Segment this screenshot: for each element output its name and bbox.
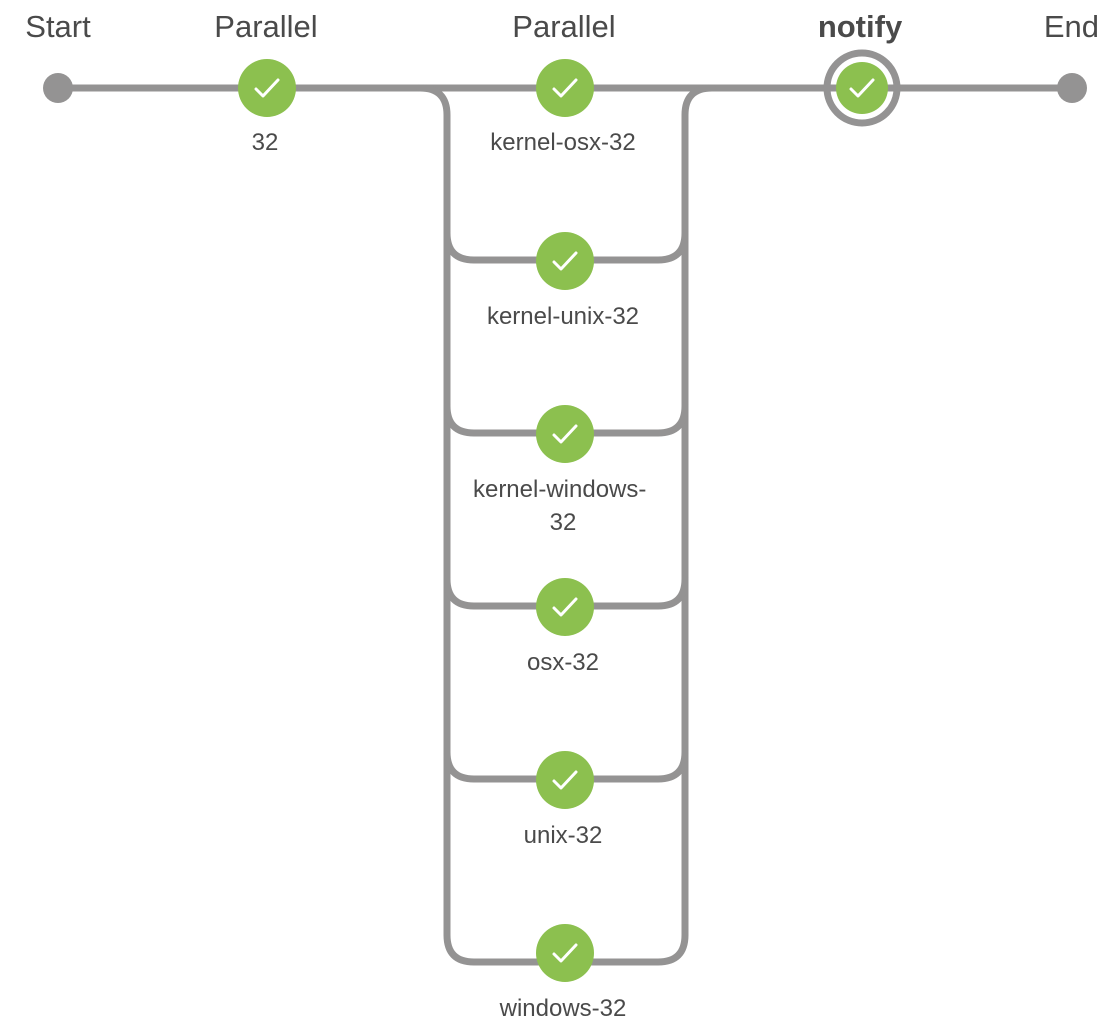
branch-node-4[interactable] <box>536 578 594 636</box>
check-icon <box>552 597 578 617</box>
success-status <box>536 578 594 636</box>
branch-label-6[interactable]: windows-32 <box>499 995 627 1022</box>
check-icon <box>552 251 578 271</box>
selected-ring <box>823 49 901 127</box>
success-status <box>536 751 594 809</box>
check-icon <box>552 78 578 98</box>
column-title-parallel-1[interactable]: Parallel <box>214 9 317 44</box>
success-status <box>536 924 594 982</box>
branch-node-1[interactable] <box>536 59 594 117</box>
branch-node-6[interactable] <box>536 924 594 982</box>
column-title-parallel-2[interactable]: Parallel <box>512 9 615 44</box>
branch-label-2[interactable]: kernel-unix-32 <box>487 303 639 330</box>
branch-node-5[interactable] <box>536 751 594 809</box>
branch-label-3-line-2: 32 <box>550 509 577 536</box>
branch-label-3-line-1: kernel-windows- <box>473 476 646 503</box>
column-title-end: End <box>1044 9 1099 44</box>
check-icon <box>849 78 875 98</box>
column-title-start: Start <box>25 9 91 44</box>
stage-label-32[interactable]: 32 <box>252 129 279 156</box>
success-status <box>536 405 594 463</box>
branch-label-3[interactable]: kernel-windows- 32 <box>473 476 653 536</box>
branch-label-5[interactable]: unix-32 <box>524 822 603 849</box>
branch-label-4[interactable]: osx-32 <box>527 649 599 676</box>
check-icon <box>552 943 578 963</box>
column-title-notify[interactable]: notify <box>818 9 903 44</box>
success-status <box>536 232 594 290</box>
branch-node-3[interactable] <box>536 405 594 463</box>
success-status <box>238 59 296 117</box>
stage-node-notify[interactable] <box>823 49 901 127</box>
check-icon <box>552 770 578 790</box>
branch-node-2[interactable] <box>536 232 594 290</box>
check-icon <box>254 78 280 98</box>
success-status <box>836 62 888 114</box>
end-terminal <box>1057 73 1087 103</box>
start-terminal <box>43 73 73 103</box>
branch-label-1[interactable]: kernel-osx-32 <box>490 129 635 156</box>
success-status <box>536 59 594 117</box>
check-icon <box>552 424 578 444</box>
stage-node-32[interactable] <box>238 59 296 117</box>
